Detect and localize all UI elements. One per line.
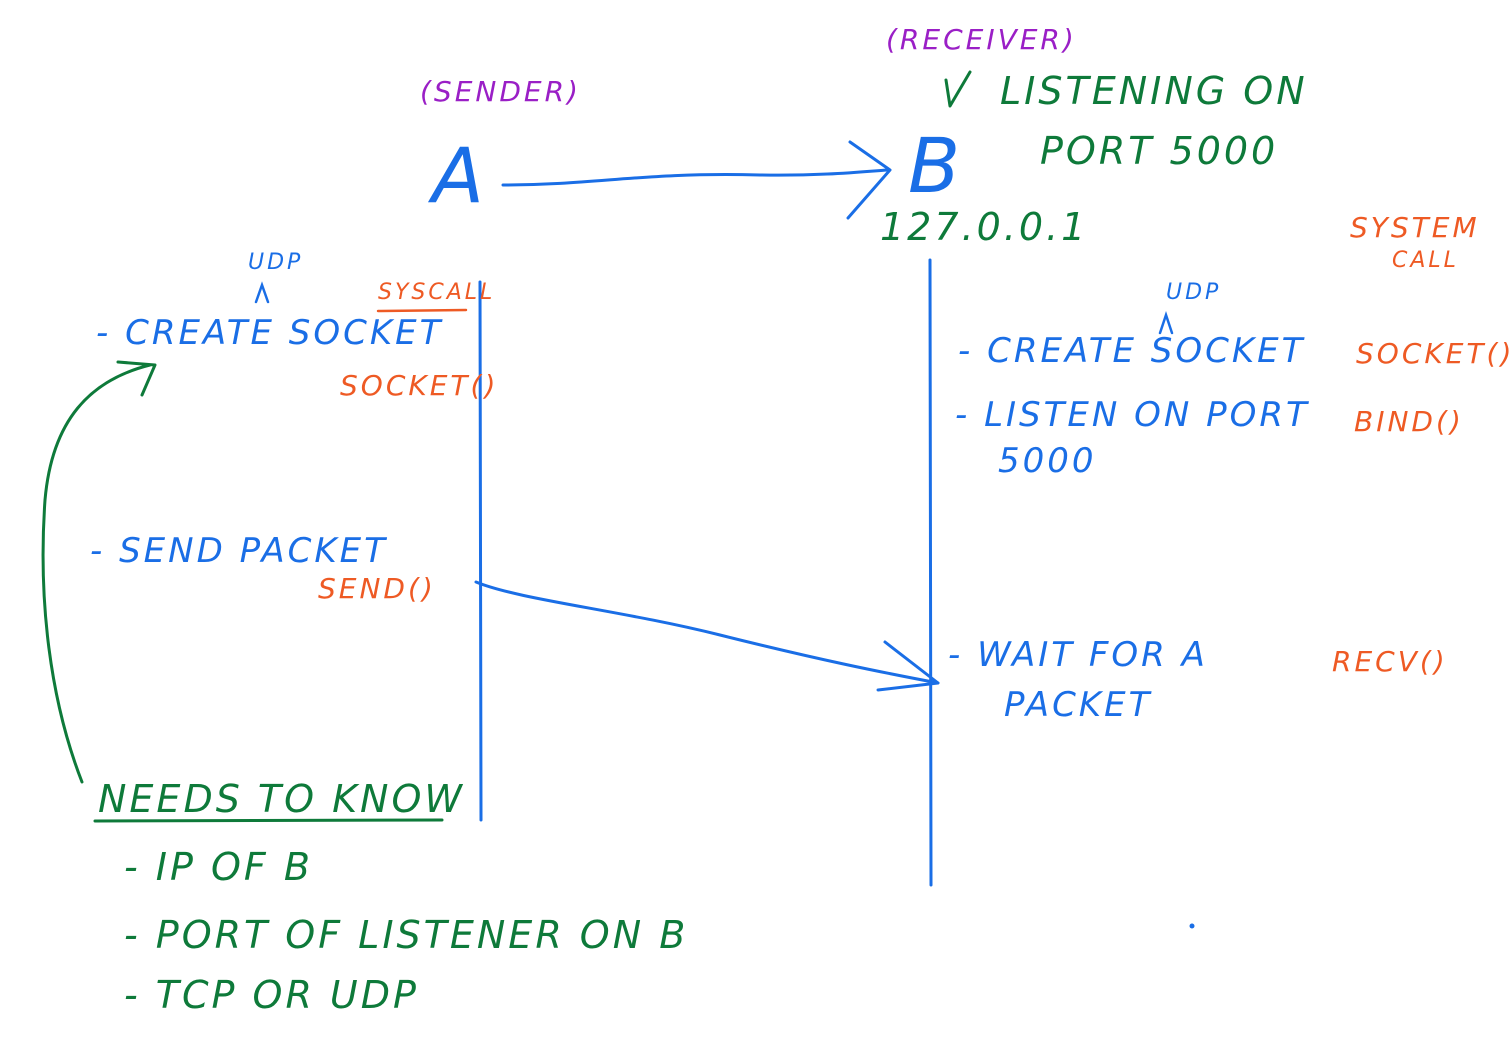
lifeline-a	[478, 280, 483, 822]
needs-to-know-title: NEEDS TO KNOW	[98, 777, 465, 821]
needs-item-ip: - IP OF B	[124, 845, 313, 889]
listening-line1: LISTENING ON	[1000, 69, 1308, 113]
syscall-label: SYSCALL	[378, 280, 496, 305]
udp-label-a: UDP	[248, 250, 304, 275]
node-b: B	[908, 121, 961, 210]
arrow-needs-to-create	[41, 363, 152, 784]
arrow-send-packet	[474, 580, 940, 685]
arrow-needs-to-create-head	[116, 360, 157, 397]
arrow-a-to-b-head	[846, 140, 892, 220]
a-create-socket: - CREATE SOCKET	[96, 313, 444, 353]
a-send-call: SEND()	[318, 572, 436, 605]
b-listen-line2: 5000	[998, 441, 1097, 481]
stray-dot	[1189, 923, 1195, 929]
b-recv-call: RECV()	[1332, 645, 1448, 678]
udp-caret-a	[254, 281, 270, 304]
system-call-line1: SYSTEM	[1350, 211, 1480, 244]
listening-line2: PORT 5000	[1040, 129, 1279, 173]
needs-item-protocol: - TCP OR UDP	[124, 973, 419, 1017]
syscall-underline	[376, 308, 468, 313]
sender-role-label: (SENDER)	[420, 75, 581, 108]
node-a: A	[432, 131, 484, 220]
b-wait-line1: - WAIT FOR A	[948, 635, 1208, 675]
a-socket-call: SOCKET()	[340, 369, 499, 402]
arrow-send-packet-head	[876, 640, 940, 692]
udp-label-b: UDP	[1166, 280, 1222, 305]
needs-underline	[93, 818, 444, 823]
check-mark	[944, 70, 972, 108]
b-create-socket: - CREATE SOCKET	[958, 331, 1306, 371]
needs-item-port: - PORT OF LISTENER ON B	[124, 913, 689, 957]
b-bind-call: BIND()	[1354, 405, 1464, 438]
lifeline-b	[928, 258, 933, 887]
b-socket-call: SOCKET()	[1356, 337, 1512, 370]
udp-caret-b	[1158, 311, 1174, 335]
arrow-a-to-b	[501, 168, 889, 187]
b-wait-line2: PACKET	[1004, 685, 1153, 725]
a-send-packet: - SEND PACKET	[90, 531, 388, 571]
ip-address-b: 127.0.0.1	[880, 205, 1089, 249]
system-call-line2: CALL	[1392, 248, 1459, 273]
receiver-role-label: (RECEIVER)	[886, 23, 1077, 56]
b-listen-line1: - LISTEN ON PORT	[955, 395, 1310, 435]
